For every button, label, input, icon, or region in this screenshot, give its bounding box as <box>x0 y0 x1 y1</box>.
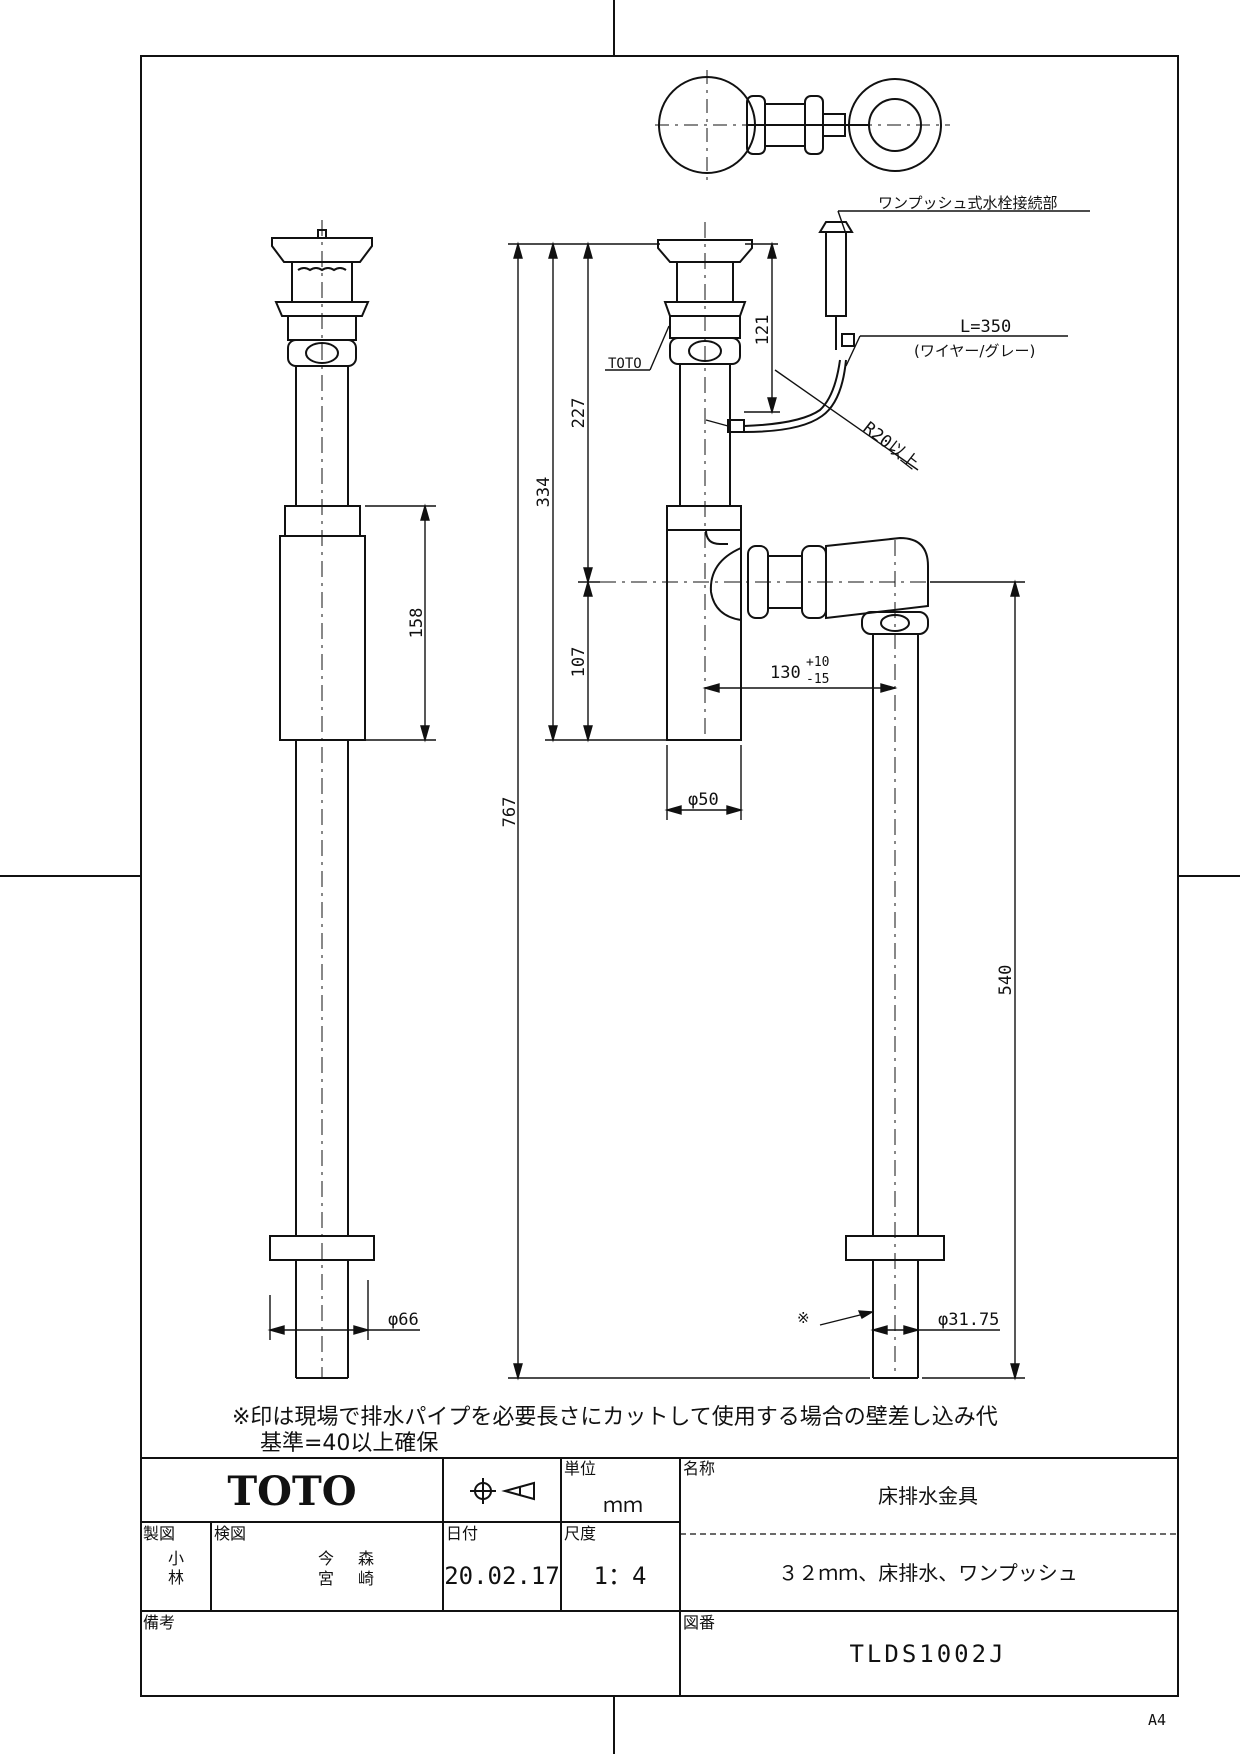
dim-540: 540 <box>996 965 1016 996</box>
scale-value: 1：4 <box>594 1562 647 1590</box>
desc-value: ３２ｍｍ、床排水、ワンプッシュ <box>778 1561 1077 1585</box>
dim-158: 158 <box>407 608 427 639</box>
checked-value-1a: 今 <box>318 1549 334 1568</box>
date-label: 日付 <box>446 1524 478 1543</box>
unit-label: 単位 <box>564 1459 596 1478</box>
callout-radius: R20以上 <box>859 418 922 474</box>
dim-phi66: φ66 <box>388 1310 419 1330</box>
top-view <box>655 70 950 180</box>
dim-130-tol-plus: +10 <box>806 655 829 670</box>
dim-107: 107 <box>569 647 589 678</box>
remarks-label: 備考 <box>143 1613 175 1632</box>
side-view-right <box>600 221 1020 1379</box>
projection-symbol <box>470 1478 535 1504</box>
name-value: 床排水金具 <box>878 1484 978 1508</box>
checked-value-2a: 宮 <box>318 1569 334 1588</box>
logo: TOTO <box>227 1468 356 1515</box>
dim-121: 121 <box>753 315 773 346</box>
title-block <box>141 1457 1178 1696</box>
side-view-left <box>269 220 375 1379</box>
dim-130-tol-minus: -15 <box>806 672 829 687</box>
left-dimensions <box>267 503 436 1340</box>
number-value: TLDS1002J <box>849 1640 1006 1668</box>
paper-size: A4 <box>1148 1711 1166 1729</box>
drawn-value-2: 林 <box>168 1568 184 1587</box>
checked-value-2b: 崎 <box>358 1569 374 1588</box>
callout-brand-mark: TOTO <box>608 356 642 372</box>
dim-334: 334 <box>534 477 554 508</box>
unit-value: ｍｍ <box>603 1493 643 1517</box>
drawn-label: 製図 <box>143 1524 175 1543</box>
name-label: 名称 <box>683 1459 715 1478</box>
note-line-1: ※印は現場で排水パイプを必要長さにカットして使用する場合の壁差し込み代 <box>232 1405 998 1430</box>
dim-130: 130 <box>770 663 801 683</box>
callout-asterisk: ※ <box>797 1309 810 1327</box>
right-dimensions <box>508 210 1090 1381</box>
checked-value-1b: 森 <box>358 1549 374 1568</box>
date-value: 20.02.17 <box>444 1562 560 1590</box>
drawn-value-1: 小 <box>168 1549 184 1568</box>
dim-phi50: φ50 <box>688 790 719 810</box>
callout-wire-desc: (ワイヤー/グレー) <box>914 342 1035 360</box>
callout-one-push: ワンプッシュ式水栓接続部 <box>878 194 1058 212</box>
dim-phi3175: φ31.75 <box>938 1310 999 1330</box>
note-line-2: 基準=40以上確保 <box>260 1431 438 1456</box>
dim-227: 227 <box>569 398 589 429</box>
number-label: 図番 <box>683 1613 715 1632</box>
checked-label: 検図 <box>214 1524 246 1543</box>
callout-wire-length: L=350 <box>960 317 1011 337</box>
dim-767: 767 <box>500 797 520 828</box>
scale-label: 尺度 <box>564 1524 596 1543</box>
